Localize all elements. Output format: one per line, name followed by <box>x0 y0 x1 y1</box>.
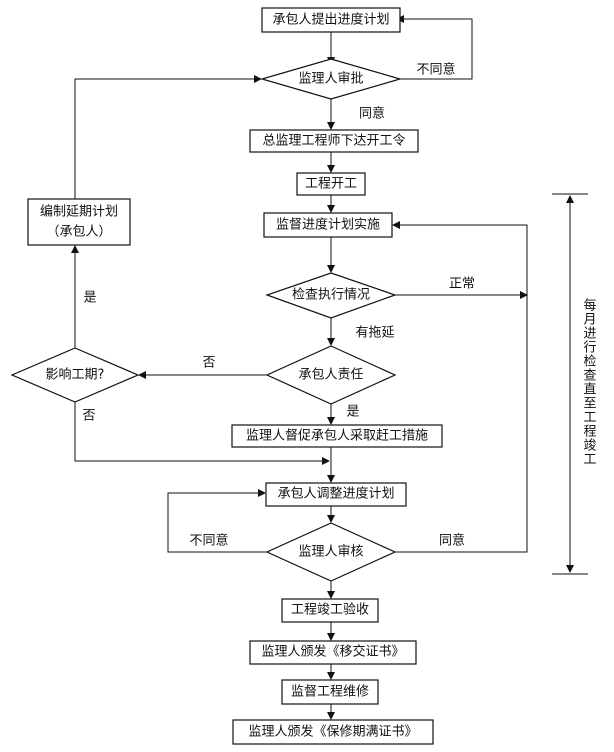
label-agree-1: 同意 <box>359 106 385 122</box>
arrow-reviewcheck-agree <box>392 221 400 229</box>
node-acceptance-label: 工程竣工验收 <box>291 602 369 618</box>
arrow-accept-handover <box>327 633 335 641</box>
side-note-vertical: 每月进行检查直至工程竣工 <box>581 297 597 466</box>
node-supervise-repair: 监督工程维修 <box>281 679 379 705</box>
node-supervise-label: 监督进度计划实施 <box>276 217 380 233</box>
arrow-adjust-review <box>327 515 335 523</box>
node-check-exec: 检查执行情况 <box>265 272 397 319</box>
node-urge-measures: 监理人督促承包人采取赶工措施 <box>231 424 443 448</box>
node-adjust-plan: 承包人调整进度计划 <box>265 482 407 507</box>
label-no-1: 否 <box>202 356 215 371</box>
node-extension-plan-line1: 编制延期计划 <box>40 205 118 220</box>
node-submit-plan-label: 承包人提出进度计划 <box>272 12 389 28</box>
node-acceptance: 工程竣工验收 <box>281 598 379 623</box>
arrow-reviewcheck-accept <box>327 591 335 599</box>
node-warranty-cert: 监理人颁发《保修期满证书》 <box>232 719 434 745</box>
node-adjust-plan-label: 承包人调整进度计划 <box>277 486 394 502</box>
label-normal: 正常 <box>449 277 475 292</box>
label-disagree-2: 不同意 <box>189 533 228 549</box>
node-warranty-cert-label: 监理人颁发《保修期满证书》 <box>248 724 417 740</box>
edge-extension-review <box>74 78 254 199</box>
node-extension-plan: 编制延期计划 （承包人） <box>27 198 131 246</box>
node-submit-plan: 承包人提出进度计划 <box>261 7 401 33</box>
arrow-check-resp <box>327 338 335 346</box>
node-supervise-repair-label: 监督工程维修 <box>291 685 369 700</box>
arrow-repair-warranty <box>327 712 335 720</box>
arrow-resp-urge <box>327 417 335 425</box>
arrow-check-normal <box>520 291 528 299</box>
edge-reviewcheck-disagree <box>167 492 267 553</box>
side-arrow-up <box>566 195 574 203</box>
label-yes-2: 是 <box>346 405 359 420</box>
node-handover-cert: 监理人颁发《移交证书》 <box>249 640 417 665</box>
node-review-check-label: 监理人审核 <box>298 545 363 560</box>
arrow-order-start <box>327 165 335 173</box>
arrow-supervise-check <box>327 265 335 273</box>
node-handover-cert-label: 监理人颁发《移交证书》 <box>261 644 404 660</box>
arrow-affect-yes <box>71 245 79 253</box>
edge-reviewcheck-agree <box>395 224 528 553</box>
node-review-approve: 监理人审批 <box>259 58 403 100</box>
arrow-resp-no <box>138 371 146 379</box>
node-contractor-resp: 承包人责任 <box>265 345 397 405</box>
edge-labels: 不同意 同意 正常 有拖延 否 是 是 否 不同意 同意 <box>82 62 475 549</box>
label-agree-2: 同意 <box>439 533 465 549</box>
edge-review-disagree-loop <box>400 18 473 80</box>
node-check-exec-label: 检查执行情况 <box>292 288 370 303</box>
arrow-review-order <box>327 122 335 130</box>
node-start-work: 工程开工 <box>296 172 366 196</box>
label-yes-1: 是 <box>83 291 96 306</box>
arrow-urge-adjust <box>327 475 335 483</box>
node-extension-plan-line2: （承包人） <box>46 225 111 240</box>
node-start-order: 总监理工程师下达开工令 <box>249 129 419 153</box>
node-urge-measures-label: 监理人督促承包人采取赶工措施 <box>246 429 428 444</box>
connectors <box>71 15 588 720</box>
label-delay: 有拖延 <box>355 326 394 341</box>
side-arrow-down <box>566 565 574 573</box>
label-no-2: 否 <box>82 409 95 424</box>
node-affect-period-label: 影响工期? <box>46 367 105 383</box>
node-affect-period: 影响工期? <box>10 347 140 403</box>
side-note-bg <box>576 271 598 491</box>
node-supervise: 监督进度计划实施 <box>263 212 393 238</box>
arrow-handover-repair <box>327 672 335 680</box>
node-contractor-resp-label: 承包人责任 <box>298 368 363 383</box>
node-start-order-label: 总监理工程师下达开工令 <box>262 134 405 149</box>
node-review-approve-label: 监理人审批 <box>298 72 363 87</box>
node-review-check: 监理人审核 <box>265 522 397 582</box>
arrow-start-supervise <box>327 205 335 213</box>
arrow-affect-no <box>322 457 330 465</box>
arrow-extension-review <box>254 75 262 83</box>
edge-affect-no <box>74 402 323 462</box>
node-start-work-label: 工程开工 <box>305 177 357 192</box>
label-disagree-1: 不同意 <box>416 62 455 78</box>
arrow-reviewcheck-disagree <box>258 489 266 497</box>
